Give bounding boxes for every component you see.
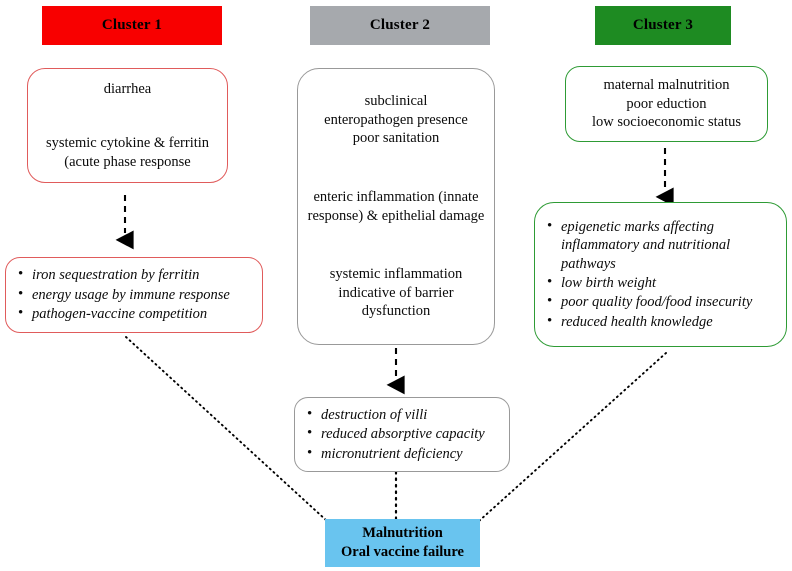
cluster-1-primary-node: diarrhea systemic cytokine & ferritin (a… [27, 68, 228, 183]
list-item: epigenetic marks affecting inflammatory … [547, 217, 776, 273]
c2-line-enteric-1: enteric inflammation (innate [313, 188, 479, 205]
c2-line-enteropathogen: enteropathogen presence [324, 111, 468, 128]
cluster-1-header-label: Cluster 1 [101, 17, 163, 33]
c2-line-systemic-2: indicative of barrier [338, 284, 454, 301]
cluster-3-header: Cluster 3 [595, 6, 731, 45]
cluster-3-bullet-list: epigenetic marks affecting inflammatory … [535, 217, 786, 332]
list-item: poor quality food/food insecurity [547, 292, 776, 311]
c2-line-systemic-1: systemic inflammation [329, 266, 463, 283]
c2-line-sanitation: poor sanitation [352, 130, 440, 147]
outcome-line-malnutrition: Malnutrition [362, 525, 443, 542]
cluster-1-bullet-list: iron sequestration by ferritin energy us… [6, 265, 262, 324]
cluster-2-header-label: Cluster 2 [369, 17, 431, 33]
cluster-2-primary-node: subclinical enteropathogen presence poor… [297, 68, 495, 345]
list-item: low birth weight [547, 273, 776, 292]
cluster-2-bullet-node: destruction of villi reduced absorptive … [294, 397, 510, 472]
outcome-box: Malnutrition Oral vaccine failure [325, 519, 480, 567]
outcome-line-vaccine-failure: Oral vaccine failure [341, 544, 464, 560]
c2-line-systemic-3: dysfunction [361, 303, 431, 320]
cluster-1-header: Cluster 1 [42, 6, 222, 45]
cluster-3-bullet-node: epigenetic marks affecting inflammatory … [534, 202, 787, 347]
c3-line-socioeconomic: low socioeconomic status [591, 114, 741, 131]
c1-line-diarrhea: diarrhea [103, 80, 152, 97]
list-item: reduced absorptive capacity [307, 424, 499, 443]
list-item: iron sequestration by ferritin [18, 265, 252, 284]
list-item: reduced health knowledge [547, 312, 776, 331]
cluster-1-bullet-node: iron sequestration by ferritin energy us… [5, 257, 263, 333]
c1-line-cytokine: systemic cytokine & ferritin [45, 135, 210, 152]
list-item: energy usage by immune response [18, 285, 252, 304]
c3-line-education: poor eduction [626, 95, 707, 112]
cluster-2-bullet-list: destruction of villi reduced absorptive … [295, 405, 509, 464]
c2-line-subclinical: subclinical [364, 93, 428, 110]
list-item: destruction of villi [307, 405, 499, 424]
list-item: micronutrient deficiency [307, 444, 499, 463]
cluster-3-primary-node: maternal malnutrition poor eduction low … [565, 66, 768, 142]
c1-line-acute-phase: (acute phase response [64, 153, 191, 170]
list-item: pathogen-vaccine competition [18, 304, 252, 323]
cluster-3-header-label: Cluster 3 [632, 17, 694, 33]
cluster-2-header: Cluster 2 [310, 6, 490, 45]
c2-line-enteric-2: response) & epithelial damage [307, 207, 485, 224]
c3-line-maternal: maternal malnutrition [603, 77, 730, 94]
